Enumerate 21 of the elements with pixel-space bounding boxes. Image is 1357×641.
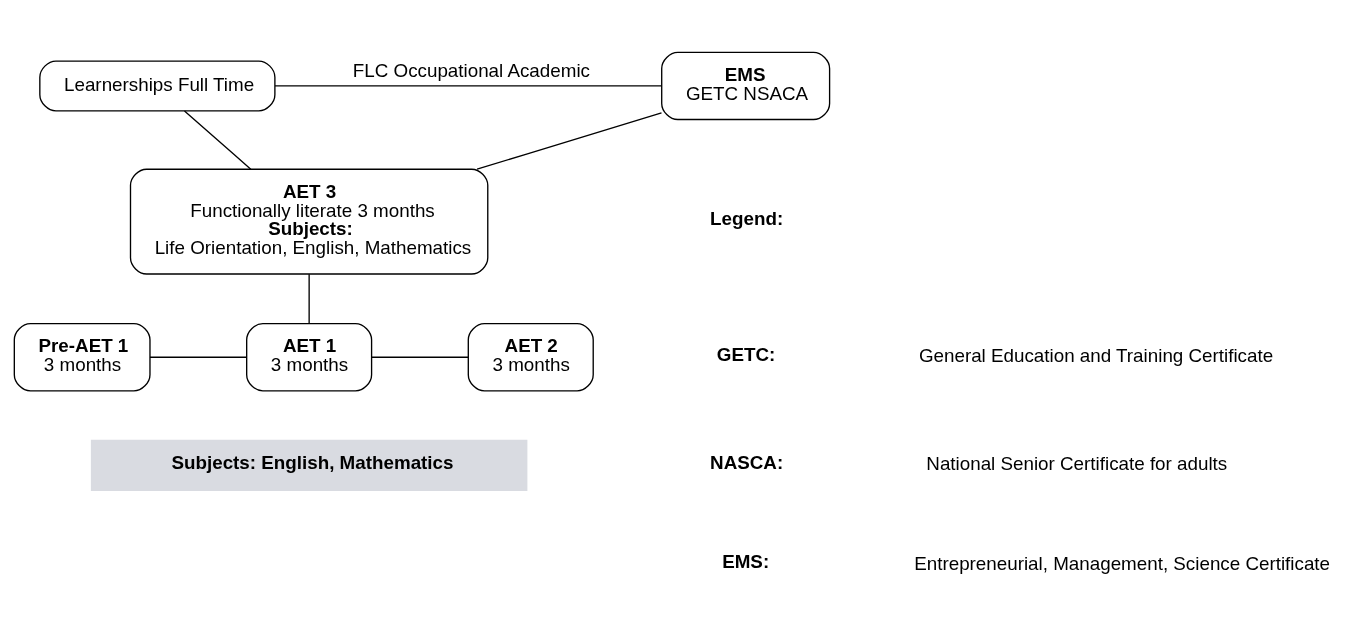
node-box: AET 1 3 months [246, 322, 373, 391]
connector [183, 109, 252, 170]
connector [308, 273, 310, 324]
connector [149, 356, 247, 358]
connector [371, 356, 469, 358]
node-box: Subjects: English, Mathematics [90, 439, 528, 491]
node-box: AET 2 3 months [467, 322, 594, 391]
label: General Education and Training Certificate [918, 344, 1274, 366]
label: National Senior Certificate for adults [926, 452, 1228, 474]
edge-label: FLC Occupational Academic [352, 59, 590, 81]
label: Legend: [710, 207, 784, 229]
node-box: Pre-AET 1 3 months [13, 322, 151, 391]
node-box: AET 3 Functionally literate 3 months Subjects: Life Orientation, English, Mathematics [129, 168, 489, 275]
label: EMS: [722, 550, 770, 572]
label: GETC: [716, 343, 776, 365]
label: NASCA: [710, 451, 784, 473]
node-box: Learnerships Full Time [39, 59, 276, 111]
label: Entrepreneurial, Management, Science Certificate [914, 552, 1331, 574]
node-box: EMS GETC NSACA [661, 51, 831, 120]
connector [274, 84, 663, 87]
connector [476, 111, 663, 170]
